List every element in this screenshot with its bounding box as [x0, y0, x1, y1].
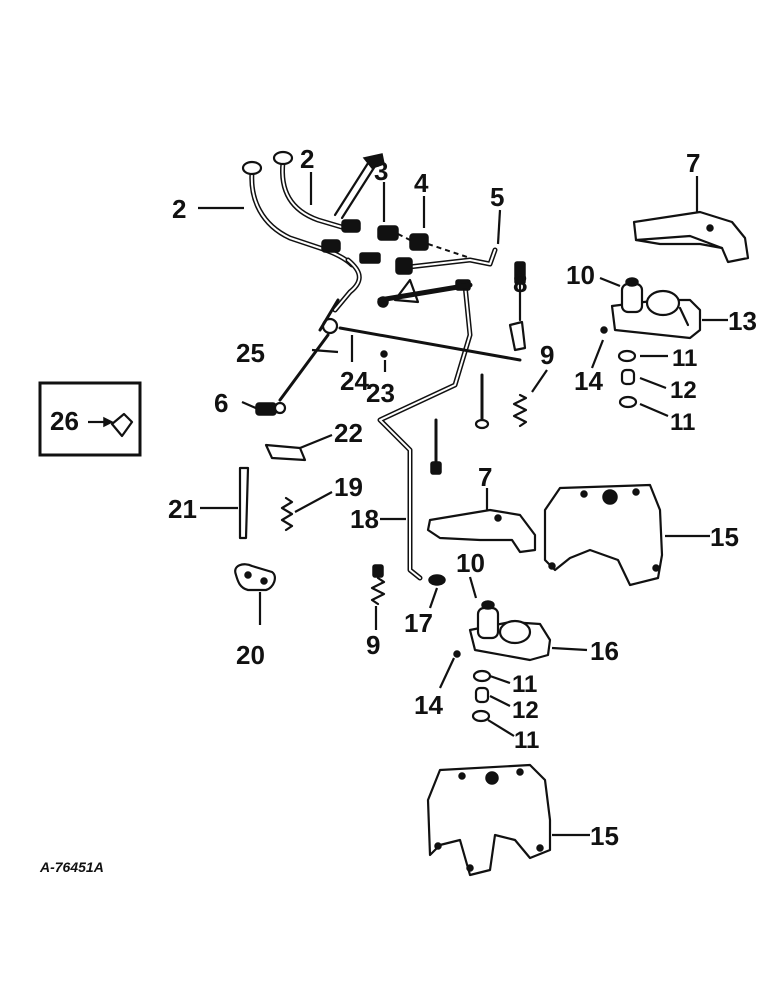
callout-20: 20	[236, 640, 265, 670]
rod-25	[278, 298, 340, 402]
callout-11-a: 11	[672, 345, 697, 372]
bracket-22	[264, 443, 307, 462]
callout-22: 22	[334, 418, 363, 448]
part-23	[380, 350, 388, 358]
part-14-lower	[453, 650, 461, 658]
line-18	[377, 279, 473, 581]
callout-12-b: 12	[512, 697, 539, 724]
callout-11-d: 11	[514, 727, 539, 754]
callout-7-lower: 7	[478, 462, 492, 492]
callout-18: 18	[350, 504, 379, 534]
bolt-1-upper	[474, 373, 490, 430]
cover-7-lower	[426, 508, 537, 554]
part-8	[508, 261, 527, 352]
bracket-15-upper	[543, 483, 664, 587]
cover-7-upper	[632, 210, 750, 264]
callout-25: 25	[236, 338, 265, 368]
callout-9-upper: 9	[540, 340, 554, 370]
seal-12-b	[474, 686, 490, 704]
callout-16: 16	[590, 636, 619, 666]
callout-5: 5	[490, 182, 504, 212]
hose	[333, 153, 385, 220]
callout-11-b: 11	[670, 409, 695, 436]
callout-14-upper: 14	[574, 366, 603, 396]
part-17	[428, 574, 446, 586]
spring-19	[280, 496, 294, 532]
callout-6: 6	[214, 388, 228, 418]
housing-16	[468, 600, 552, 662]
callout-15-lower: 15	[590, 821, 619, 851]
callout-19: 19	[334, 472, 363, 502]
callout-26: 26	[50, 406, 79, 436]
clip-20	[234, 563, 276, 592]
callout-7-upper: 7	[686, 148, 700, 178]
fitting-3	[377, 225, 399, 241]
callout-4: 4	[414, 168, 429, 198]
callout-14-lower: 14	[414, 690, 443, 720]
callout-9-lower: 9	[366, 630, 380, 660]
callout-10-lower: 10	[456, 548, 485, 578]
bolt-1-lower	[430, 418, 442, 475]
callout-8: 8	[513, 268, 527, 298]
leader-lines	[198, 172, 728, 837]
washer-11-c	[472, 669, 492, 683]
callout-24: 24	[340, 366, 369, 396]
washer-11-b	[618, 395, 638, 409]
bar-21	[238, 466, 250, 540]
callout-17: 17	[404, 608, 433, 638]
housing-13	[610, 277, 702, 340]
callout-2-left: 2	[172, 194, 186, 224]
reference-code: A-76451A	[39, 859, 104, 875]
spring-9-lower	[370, 564, 386, 606]
line-5	[395, 247, 498, 275]
callout-12-a: 12	[670, 377, 697, 404]
callout-21: 21	[168, 494, 197, 524]
callout-15-upper: 15	[710, 522, 739, 552]
callout-2-top: 2	[300, 144, 314, 174]
seal-12-a	[620, 368, 636, 386]
callout-13: 13	[728, 306, 757, 336]
washer-11-d	[471, 709, 491, 723]
inset-box-26: 26	[38, 381, 142, 457]
callout-3: 3	[374, 156, 388, 186]
callout-10-upper: 10	[566, 260, 595, 290]
spring-9-upper	[512, 393, 528, 428]
fitting-6	[255, 401, 287, 416]
callout-11-c: 11	[512, 671, 537, 698]
tube-assembly-left	[241, 150, 381, 313]
part-14-upper	[600, 326, 608, 334]
fitting-4	[409, 233, 429, 251]
callout-23: 23	[366, 378, 395, 408]
washer-11-a	[617, 349, 637, 363]
bracket-15-lower	[426, 763, 552, 877]
